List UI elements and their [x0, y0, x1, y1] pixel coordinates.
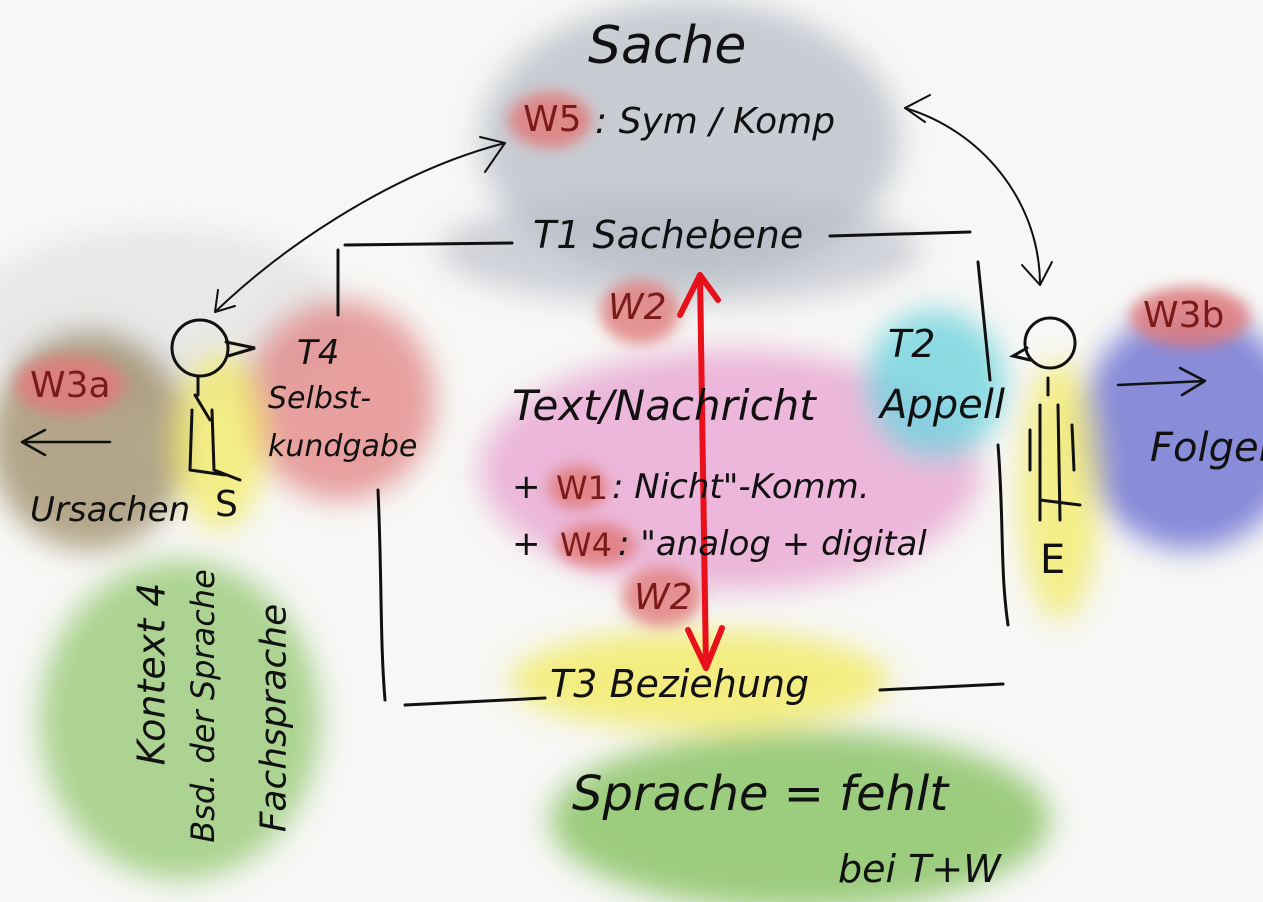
w3a-text: Ursachen	[30, 490, 191, 530]
bottom-line-1: Sprache = fehlt	[572, 766, 949, 822]
w5-tag: W5	[523, 99, 582, 140]
frame-top-right	[828, 230, 972, 238]
w3a-tag: W3a	[30, 365, 111, 406]
context-line-2: Bsd. der Sprache	[183, 569, 222, 843]
arrow-sache-receiver	[904, 107, 1041, 286]
cyan-wash-t2	[865, 310, 1005, 460]
frame-right-upper	[976, 260, 992, 382]
gray-wash-t1	[440, 195, 920, 305]
center-line2-prefix: +	[512, 524, 541, 564]
side-t2-number: T2	[888, 322, 936, 366]
receiver-letter: E	[1040, 537, 1066, 583]
frame-top-left	[343, 241, 514, 247]
receiver-figure	[1008, 316, 1082, 522]
w5-text: : Sym / Komp	[595, 101, 836, 142]
red-wash-t4	[245, 300, 435, 500]
frame-right-lower	[996, 443, 1010, 627]
frame-left-lower	[376, 488, 387, 702]
blue-wash-folgen	[1080, 310, 1263, 550]
arrow-folgen	[1116, 366, 1207, 397]
green-wash-bottom	[550, 730, 1050, 902]
side-t1: T1 Sachebene	[533, 213, 804, 257]
yellow-wash-t3	[510, 630, 890, 730]
context-line-3: Fachsprache	[253, 603, 295, 833]
green-wash-context	[40, 560, 320, 880]
bottom-line-2: bei T+W	[838, 847, 1001, 891]
context-line-1: Kontext 4	[129, 582, 174, 766]
w3b-tag: W3b	[1143, 295, 1225, 336]
center-line2-text: : "analog + digital	[618, 524, 927, 564]
center-line1-tag: W1	[556, 469, 608, 507]
title-sache: Sache	[588, 16, 747, 76]
center-title: Text/Nachricht	[512, 381, 816, 430]
w2-tag-top: W2	[608, 287, 667, 328]
arrow-sender-sache	[214, 142, 506, 313]
center-line1-prefix: +	[512, 467, 541, 507]
arrow-ursachen	[20, 428, 112, 457]
center-line1-text: : Nicht"-Komm.	[612, 467, 870, 507]
side-t3: T3 Beziehung	[550, 662, 810, 706]
sender-letter: S	[215, 484, 238, 525]
side-t4-label-1: Selbst-	[268, 381, 372, 416]
side-t4-label-2: kundgabe	[268, 429, 418, 464]
sender-figure	[170, 318, 256, 482]
side-t4-number: T4	[297, 333, 340, 373]
frame-bottom-right	[878, 682, 1005, 692]
w2-tag-bottom: W2	[634, 577, 693, 618]
w3b-text: Folgen	[1150, 425, 1263, 471]
w2-axis-arrow	[677, 272, 725, 671]
center-line2-tag: W4	[560, 526, 612, 564]
side-t2-label: Appell	[880, 382, 1005, 428]
frame-bottom-left	[403, 696, 547, 707]
